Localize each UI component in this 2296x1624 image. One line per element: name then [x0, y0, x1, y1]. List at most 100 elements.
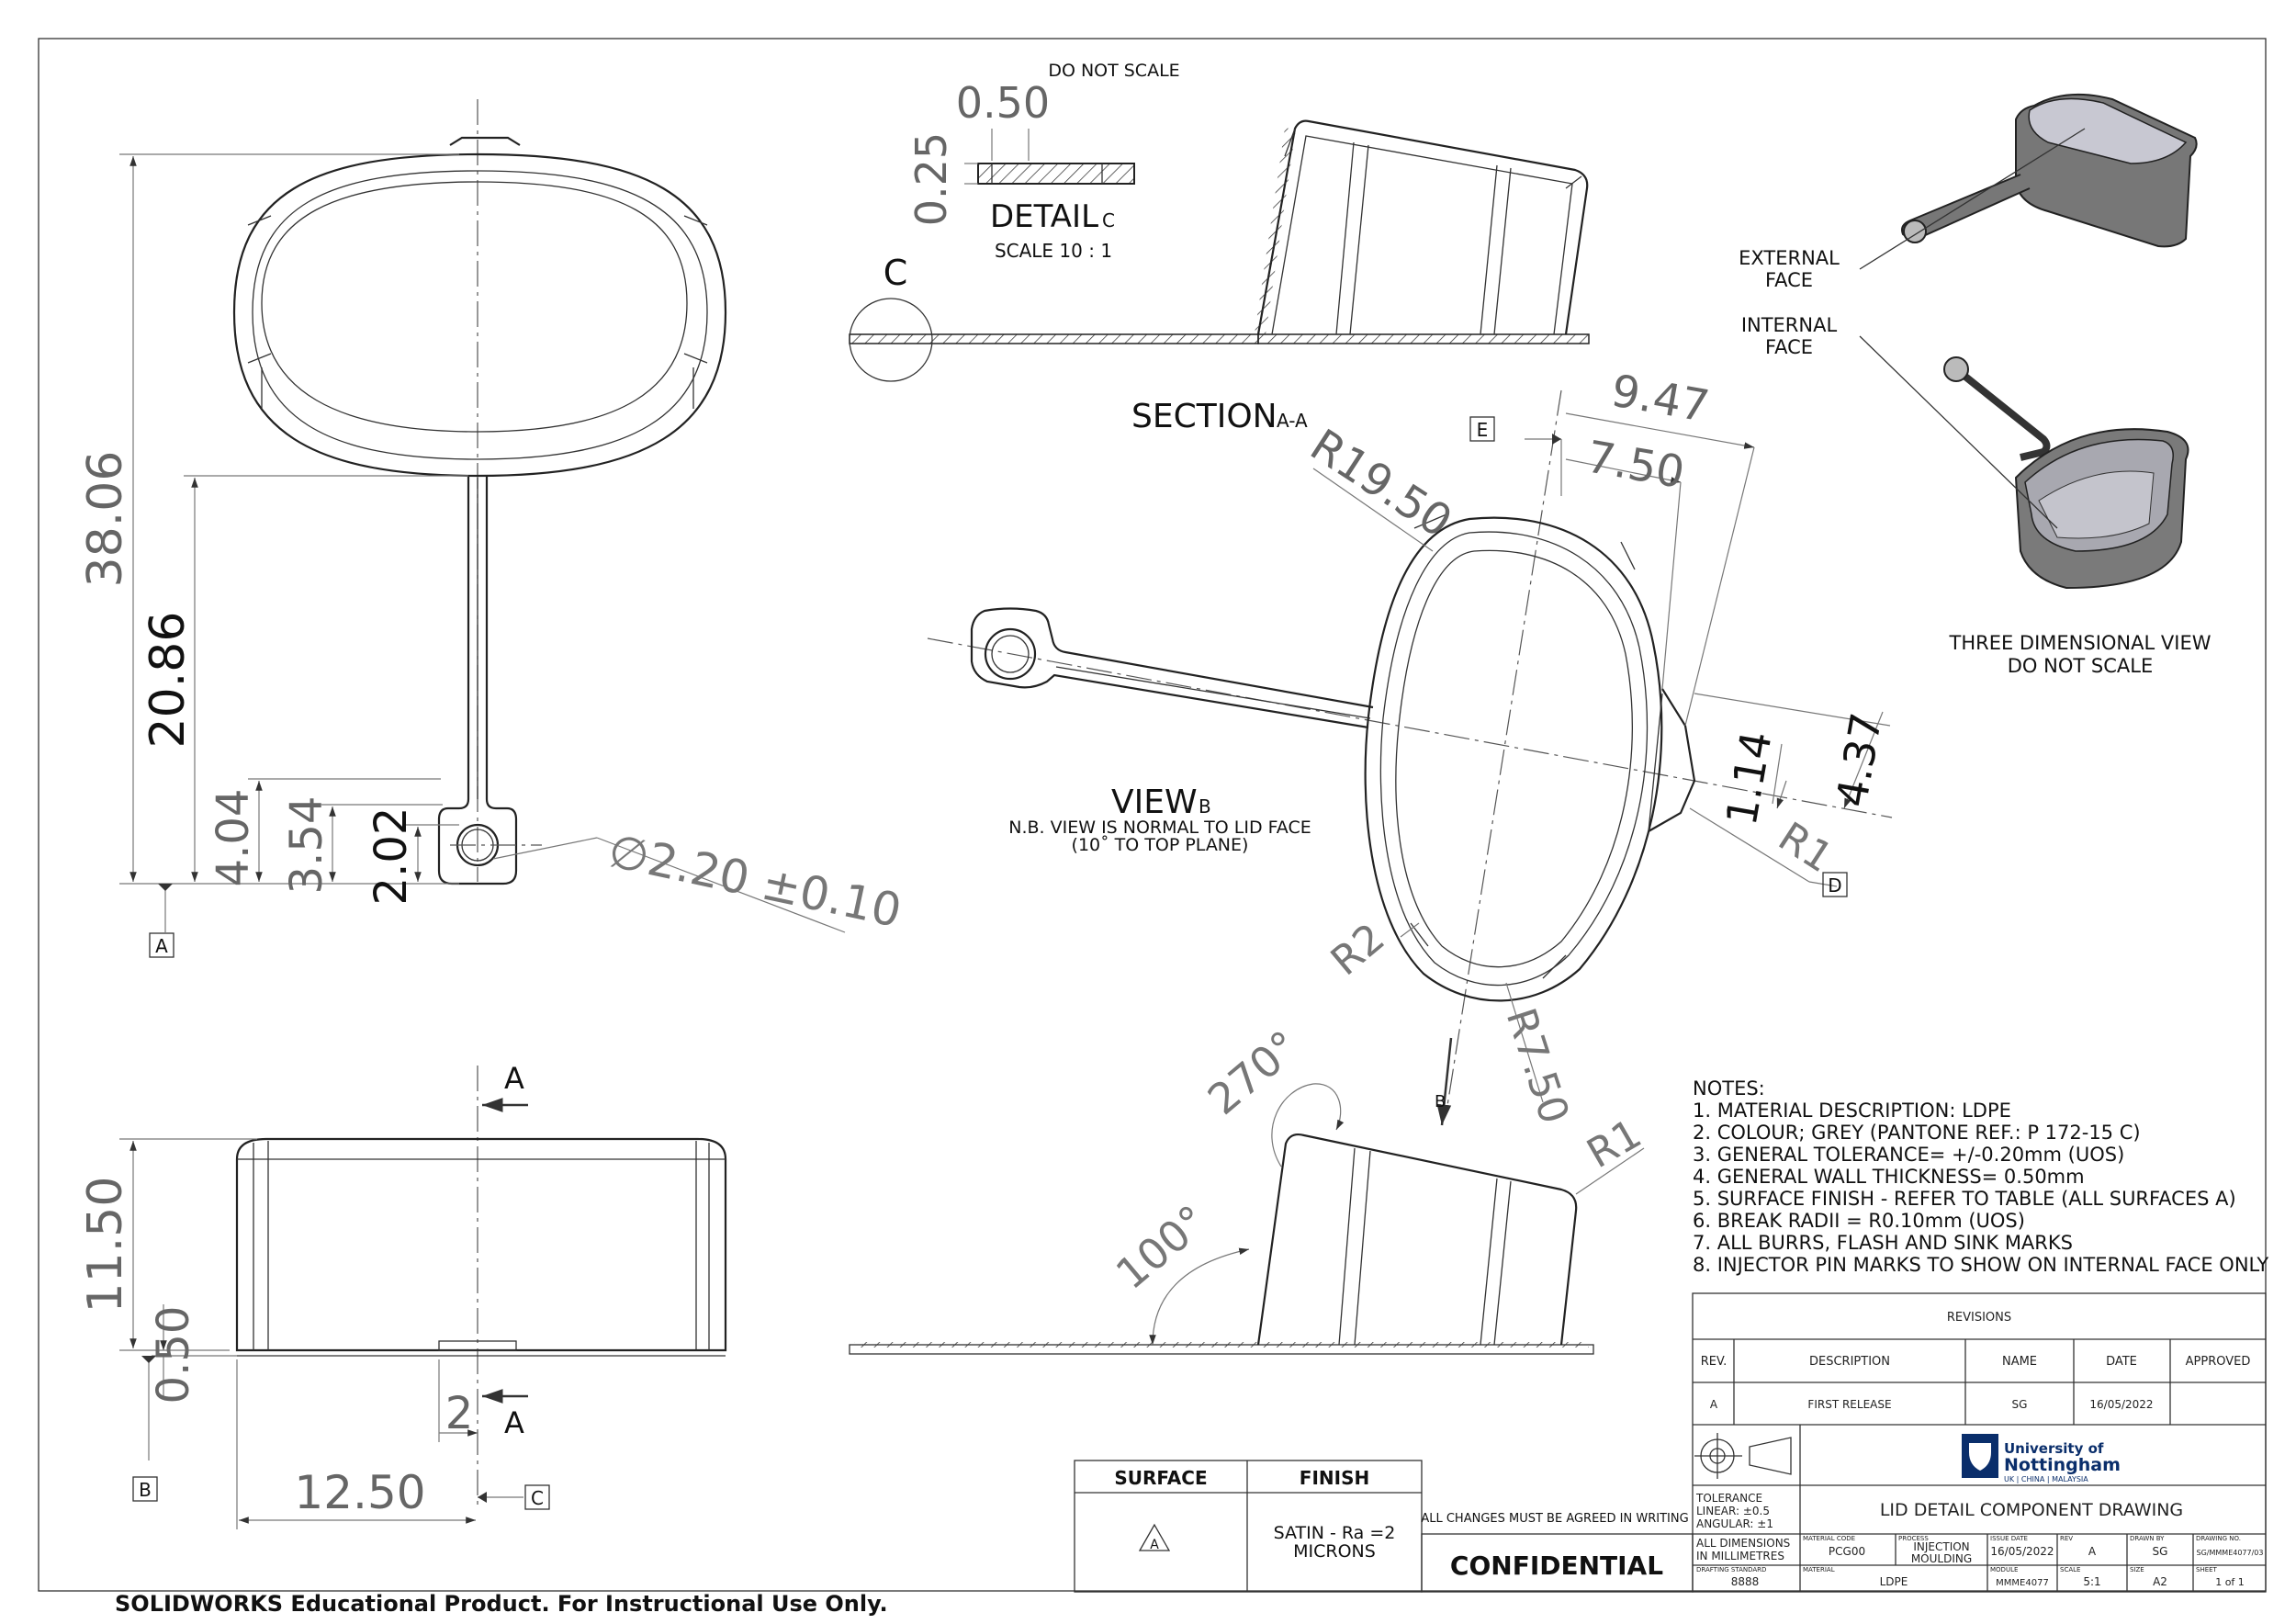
section-label: SECTION	[1131, 398, 1277, 435]
rev-row-rev: A	[1710, 1398, 1718, 1411]
datum-a-box	[149, 932, 174, 958]
confidential-label: CONFIDENTIAL	[1450, 1551, 1663, 1581]
section-arrow-a-top: A	[504, 1061, 524, 1096]
dim-7-50: 7.50	[1582, 431, 1688, 499]
dim-4-04: 4.04	[208, 789, 259, 887]
note-item: 8. INJECTOR PIN MARKS TO SHOW ON INTERNA…	[1693, 1254, 2268, 1276]
detail-callout: C	[884, 253, 908, 293]
dim-20-86: 20.86	[141, 612, 196, 749]
view-b-label: VIEW	[1111, 784, 1198, 821]
rev-row-name: SG	[2012, 1398, 2028, 1411]
drawn-by-label: DRAWN BY	[2130, 1535, 2165, 1542]
iso-external-line2: FACE	[1765, 269, 1813, 291]
dim-r2: R2	[1322, 915, 1394, 986]
note-item: 6. BREAK RADII = R0.10mm (UOS)	[1693, 1210, 2025, 1232]
datum-d: D	[1828, 874, 1841, 897]
all-dims-line1: ALL DIMENSIONS	[1696, 1537, 1790, 1550]
section-letters: A-A	[1277, 410, 1308, 432]
note-item: 7. ALL BURRS, FLASH AND SINK MARKS	[1693, 1232, 2073, 1254]
dim-9-47: 9.47	[1607, 365, 1713, 433]
issue-date: 16/05/2022	[1990, 1545, 2054, 1558]
changes-note: ALL CHANGES MUST BE AGREED IN WRITING	[1421, 1512, 1688, 1526]
size-label: SIZE	[2130, 1566, 2144, 1573]
detail-label: DETAIL	[990, 198, 1098, 235]
sheet: 1 of 1	[2215, 1576, 2245, 1588]
view-b-dimensions	[1312, 412, 1891, 1126]
rev-value: A	[2088, 1545, 2097, 1558]
notes-title: NOTES:	[1693, 1077, 1765, 1100]
section-bottom	[849, 1083, 1645, 1355]
module: MMME4077	[1996, 1578, 2049, 1588]
finish-header-surface: SURFACE	[1114, 1467, 1207, 1489]
drawing-no-label: DRAWING NO.	[2196, 1535, 2241, 1542]
revisions-title: REVISIONS	[1947, 1311, 2011, 1325]
datum-e-box	[1469, 416, 1495, 442]
university-line3: UK | CHINA | MALAYSIA	[2004, 1475, 2088, 1483]
finish-symbol: A	[1150, 1538, 1159, 1552]
detail-c	[964, 129, 1135, 185]
section-a-a	[849, 119, 1590, 382]
dim-2: 2	[445, 1388, 474, 1439]
iso-internal-line2: FACE	[1765, 336, 1813, 358]
process-line2: MOULDING	[1911, 1552, 1972, 1565]
tolerance-angular: ANGULAR: ±1	[1696, 1517, 1773, 1530]
dim-270: 270°	[1199, 1021, 1309, 1124]
size: A2	[2153, 1575, 2167, 1588]
view-b-letter: B	[1199, 795, 1211, 818]
material-label: MATERIAL	[1803, 1566, 1835, 1573]
datum-b: B	[139, 1479, 152, 1501]
dim-38-06: 38.06	[78, 451, 133, 588]
datum-c-box	[524, 1484, 550, 1510]
detail-dim-height: 0.25	[906, 132, 956, 226]
dim-r1-b: R1	[1580, 1111, 1649, 1178]
process-label: PROCESS	[1898, 1535, 1929, 1542]
rev-row-description: FIRST RELEASE	[1807, 1398, 1891, 1411]
dim-2-02: 2.02	[366, 807, 417, 906]
side-view	[235, 1066, 727, 1506]
dim-r1-a: R1	[1770, 814, 1840, 883]
university-line1: University of	[2004, 1440, 2104, 1457]
dim-diameter: ∅2.20 ±0.10	[604, 824, 906, 938]
datum-b-box	[132, 1476, 158, 1502]
module-label: MODULE	[1990, 1566, 2018, 1573]
note-item: 5. SURFACE FINISH - REFER TO TABLE (ALL …	[1693, 1188, 2236, 1210]
iso-internal-line1: INTERNAL	[1741, 314, 1838, 336]
material-code: PCG00	[1829, 1545, 1865, 1558]
top-view	[232, 99, 727, 885]
note-item: 4. GENERAL WALL THICKNESS= 0.50mm	[1693, 1166, 2085, 1188]
sheet-label: SHEET	[2196, 1566, 2218, 1573]
rev-header-name: NAME	[2002, 1355, 2037, 1369]
dim-1-14: 1.14	[1716, 727, 1782, 829]
side-view-dimensions	[119, 1098, 528, 1529]
datum-e: E	[1477, 419, 1489, 441]
all-dims-line2: IN MILLIMETRES	[1696, 1550, 1784, 1562]
note-item: 1. MATERIAL DESCRIPTION: LDPE	[1693, 1100, 2011, 1122]
finish-header-finish: FINISH	[1300, 1467, 1369, 1489]
detail-letter: C	[1102, 209, 1115, 231]
issue-date-label: ISSUE DATE	[1990, 1535, 2028, 1542]
notes: NOTES: 1. MATERIAL DESCRIPTION: LDPE 2. …	[1693, 1077, 2268, 1276]
tolerance-linear: LINEAR: ±0.5	[1696, 1505, 1770, 1517]
finish-table	[1074, 1460, 1423, 1593]
drawing-no: SG/MMME4077/03	[2197, 1549, 2264, 1557]
section-arrow-a-bottom: A	[504, 1405, 524, 1440]
rev-header-date: DATE	[2106, 1355, 2137, 1369]
note-item: 2. COLOUR; GREY (PANTONE REF.: P 172-15 …	[1693, 1122, 2141, 1144]
dim-11-50: 11.50	[78, 1177, 133, 1314]
section-arrow-b: B	[1435, 1092, 1446, 1111]
datum-c: C	[531, 1487, 544, 1509]
dim-4-37: 4.37	[1827, 709, 1892, 810]
iso-external-line1: EXTERNAL	[1739, 247, 1840, 269]
rev-header-rev: REV.	[1701, 1355, 1728, 1369]
rev-header-description: DESCRIPTION	[1809, 1355, 1890, 1369]
view-b-note1: N.B. VIEW IS NORMAL TO LID FACE	[1008, 818, 1311, 838]
material: LDPE	[1880, 1575, 1908, 1588]
datum-d-box	[1822, 872, 1848, 897]
finish-value1: SATIN - Ra =2	[1274, 1523, 1396, 1543]
finish-value2: MICRONS	[1293, 1541, 1376, 1562]
drafting-std-label: DRAFTING STANDARD	[1696, 1566, 1766, 1573]
dim-100: 100°	[1107, 1195, 1217, 1299]
dim-r19-50: R19.50	[1301, 420, 1461, 548]
do-not-scale: DO NOT SCALE	[1048, 61, 1179, 81]
